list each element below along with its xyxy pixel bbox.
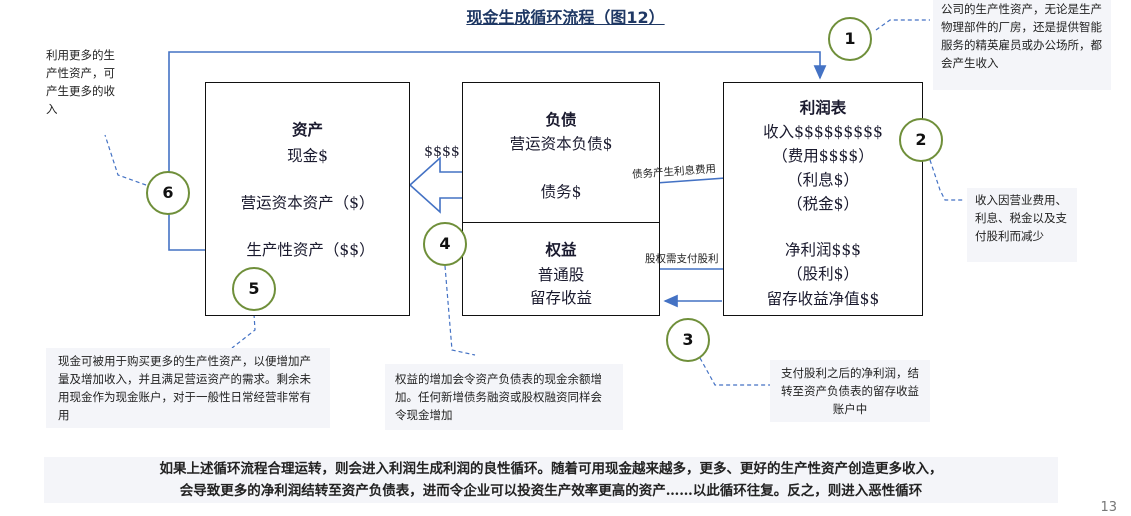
income-revenue: 收入$$$$$$$$$ bbox=[763, 123, 883, 141]
step-3-circle: 3 bbox=[666, 318, 710, 362]
cash-hollow-arrow bbox=[408, 156, 464, 214]
page-number: 13 bbox=[1100, 500, 1117, 515]
leader-4 bbox=[444, 265, 476, 356]
bottom-summary-line-2: 会导致更多的净利润结转至资产负债表，进而令企业可以投资生产效率更高的资产……以此… bbox=[179, 483, 923, 499]
leader-3 bbox=[699, 357, 770, 386]
income-expenses: （费用$$$$） bbox=[772, 147, 874, 165]
liabilities-working-capital: 营运资本负债$ bbox=[509, 135, 613, 153]
note-1: 公司的生产性资产，无论是生产物理部件的厂房，还是提供智能服务的精英雇员或办公场所… bbox=[933, 0, 1111, 90]
step-1-circle: 1 bbox=[828, 17, 872, 61]
income-heading: 利润表 bbox=[799, 98, 847, 117]
income-taxes: （税金$） bbox=[787, 195, 859, 213]
assets-productive: 生产性资产（$$） bbox=[246, 241, 375, 259]
leader-6 bbox=[104, 134, 147, 186]
income-dividends: （股利$） bbox=[787, 265, 859, 283]
leader-1 bbox=[875, 19, 930, 31]
equity-box bbox=[462, 222, 660, 316]
note-6: 利用更多的生产性资产，可产生更多的收入 bbox=[40, 44, 130, 122]
loop-connector bbox=[168, 51, 827, 251]
equity-retained-earnings: 留存收益 bbox=[529, 289, 592, 307]
bottom-summary-line-1: 如果上述循环流程合理运转，则会进入利润生成利润的良性循环。随着可用现金越来越多，… bbox=[159, 461, 943, 477]
note-3: 支付股利之后的净利润，结转至资产负债表的留存收益账户中 bbox=[770, 360, 930, 422]
assets-heading: 资产 bbox=[291, 120, 323, 139]
leader-5 bbox=[231, 313, 256, 349]
liabilities-heading: 负债 bbox=[545, 110, 577, 129]
note-4: 权益的增加会令资产负债表的现金余额增加。任何新增债务融资或股权融资同样会令现金增… bbox=[385, 364, 623, 430]
step-4-circle: 4 bbox=[423, 222, 467, 266]
income-statement-box bbox=[723, 82, 923, 316]
income-interest: （利息$） bbox=[787, 171, 859, 189]
equity-dividend-label: 股权需支付股利 bbox=[645, 253, 719, 265]
note-2: 收入因营业费用、利息、税金以及支付股利而减少 bbox=[967, 188, 1077, 262]
income-retained-net: 留存收益净值$$ bbox=[766, 290, 880, 308]
bottom-summary: 如果上述循环流程合理运转，则会进入利润生成利润的良性循环。随着可用现金越来越多，… bbox=[44, 457, 1058, 503]
equity-common-stock: 普通股 bbox=[537, 266, 585, 284]
leader-2 bbox=[929, 159, 965, 201]
liabilities-debt: 债务$ bbox=[540, 183, 582, 201]
step-2-circle: 2 bbox=[899, 118, 943, 162]
page-title: 现金生成循环流程（图12） bbox=[466, 8, 665, 27]
assets-cash: 现金$ bbox=[287, 147, 328, 165]
note-5: 现金可被用于购买更多的生产性资产，以便增加产量及增加收入，并且满足营运资产的需求… bbox=[46, 348, 330, 428]
step-6-circle: 6 bbox=[146, 171, 190, 215]
step-5-circle: 5 bbox=[232, 267, 276, 311]
equity-heading: 权益 bbox=[545, 240, 577, 259]
cash-flow-label: $$$$ bbox=[424, 144, 460, 160]
assets-working-capital: 营运资本资产（$） bbox=[240, 194, 375, 212]
income-net-income: 净利润$$$ bbox=[784, 241, 862, 259]
